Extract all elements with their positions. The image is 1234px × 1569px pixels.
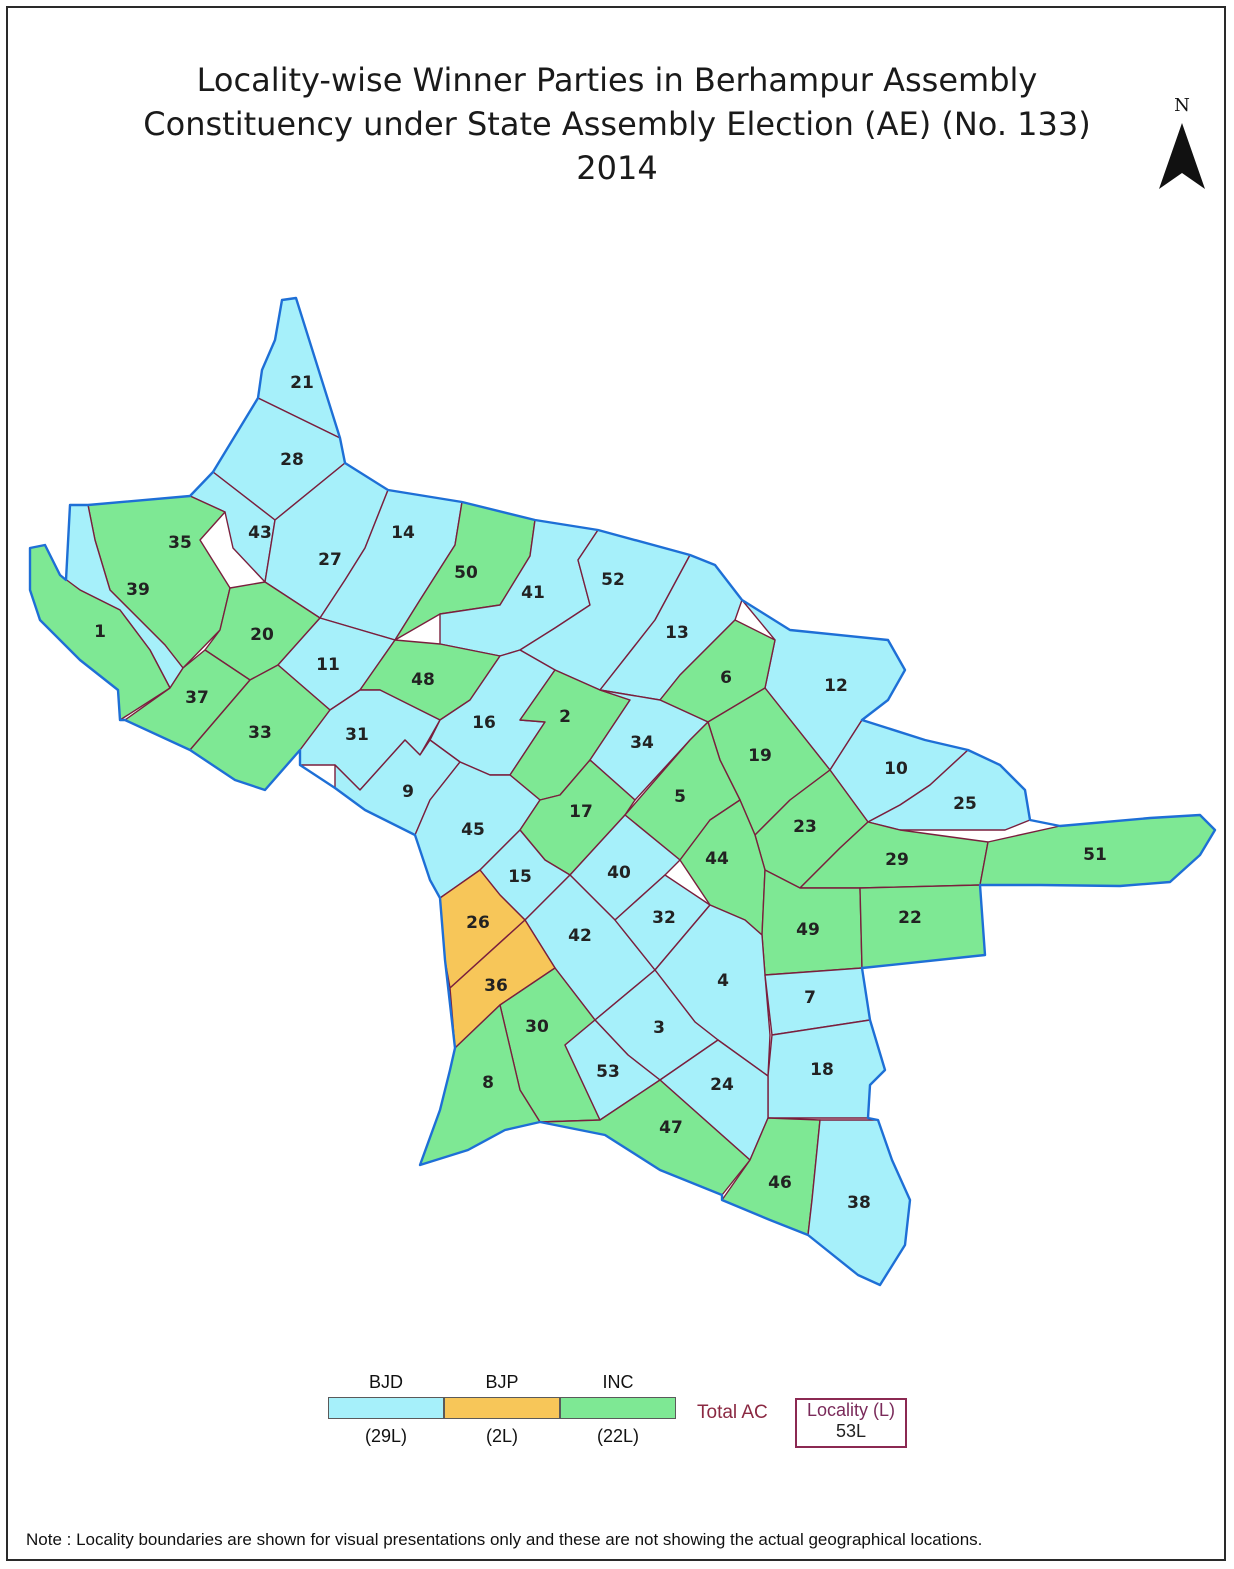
north-letter: N (1174, 95, 1190, 116)
locality-label-46: 46 (768, 1173, 792, 1193)
locality-label-40: 40 (607, 863, 631, 883)
locality-label-3: 3 (653, 1018, 665, 1038)
locality-label-33: 33 (248, 723, 272, 743)
locality-label-47: 47 (659, 1118, 683, 1138)
map-frame (6, 6, 1226, 1561)
locality-label-42: 42 (568, 926, 592, 946)
locality-label-43: 43 (248, 523, 272, 543)
locality-label-44: 44 (705, 849, 729, 869)
locality-34 (589, 689, 709, 801)
locality-label-17: 17 (569, 802, 593, 822)
locality-label-9: 9 (402, 782, 414, 802)
locality-label-26: 26 (466, 913, 490, 933)
locality-label-20: 20 (250, 625, 274, 645)
title-line-2: Constituency under State Assembly Electi… (143, 105, 1091, 143)
locality-label-14: 14 (391, 523, 415, 543)
locality-label-4: 4 (717, 971, 729, 991)
locality-label-18: 18 (810, 1060, 834, 1080)
constituency-outline (28, 296, 1217, 1287)
locality-label-21: 21 (290, 373, 314, 393)
locality-label-11: 11 (316, 655, 340, 675)
locality-label-52: 52 (601, 570, 625, 590)
locality-label-15: 15 (508, 867, 532, 887)
title-line-3: 2014 (576, 149, 658, 187)
locality-label-48: 48 (411, 670, 435, 690)
north-arrow-icon (1159, 123, 1205, 189)
locality-label-49: 49 (796, 920, 820, 940)
locality-label-39: 39 (126, 580, 150, 600)
locality-label-32: 32 (652, 908, 676, 928)
locality-label-19: 19 (748, 746, 772, 766)
locality-label-51: 51 (1083, 845, 1107, 865)
locality-label-8: 8 (482, 1073, 494, 1093)
locality-label-25: 25 (953, 794, 977, 814)
locality-label-37: 37 (185, 688, 209, 708)
locality-label-34: 34 (630, 733, 654, 753)
locality-label-5: 5 (674, 787, 686, 807)
locality-22 (859, 884, 986, 969)
locality-label-50: 50 (454, 563, 478, 583)
locality-label-41: 41 (521, 583, 545, 603)
locality-label-38: 38 (847, 1193, 871, 1213)
locality-label-30: 30 (525, 1017, 549, 1037)
locality-label-31: 31 (345, 725, 369, 745)
footnote: Note : Locality boundaries are shown for… (26, 1530, 983, 1549)
locality-label-35: 35 (168, 533, 192, 553)
locality-label-16: 16 (472, 713, 496, 733)
locality-label-36: 36 (484, 976, 508, 996)
locality-label-53: 53 (596, 1062, 620, 1082)
locality-label-29: 29 (885, 850, 909, 870)
locality-label-24: 24 (710, 1075, 734, 1095)
map-title: Locality-wise Winner Parties in Berhampu… (0, 58, 1234, 190)
locality-label-22: 22 (898, 908, 922, 928)
locality-label-12: 12 (824, 676, 848, 696)
locality-label-28: 28 (280, 450, 304, 470)
locality-label-7: 7 (804, 988, 816, 1008)
locality-label-13: 13 (665, 623, 689, 643)
locality-label-2: 2 (559, 707, 571, 727)
locality-label-45: 45 (461, 820, 485, 840)
locality-label-6: 6 (720, 668, 732, 688)
locality-label-1: 1 (94, 622, 106, 642)
locality-label-10: 10 (884, 759, 908, 779)
locality-label-23: 23 (793, 817, 817, 837)
locality-label-27: 27 (318, 550, 342, 570)
title-line-1: Locality-wise Winner Parties in Berhampu… (196, 61, 1038, 99)
north-arrow: N (1155, 95, 1209, 195)
